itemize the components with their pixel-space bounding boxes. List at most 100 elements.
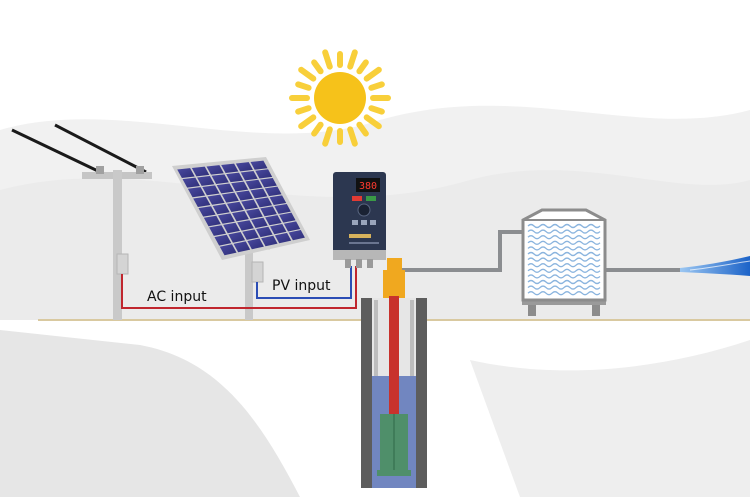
inverter-display-value: 380 bbox=[359, 181, 377, 192]
pipe bbox=[400, 230, 680, 272]
solar-cell bbox=[288, 230, 305, 241]
solar-cell bbox=[231, 181, 249, 192]
solar-cell bbox=[274, 203, 291, 214]
solar-cell bbox=[233, 241, 251, 253]
solar-cell bbox=[203, 215, 221, 227]
solar-cell bbox=[261, 235, 278, 247]
solar-cell bbox=[283, 221, 301, 232]
sun-ray bbox=[295, 81, 312, 91]
solar-cell bbox=[255, 169, 273, 179]
sun-ray bbox=[363, 114, 382, 130]
ac-wire bbox=[121, 266, 357, 309]
water-wave bbox=[527, 257, 601, 262]
solar-cell bbox=[202, 185, 220, 196]
inverter-button bbox=[352, 196, 362, 201]
solar-cell bbox=[198, 206, 216, 217]
solar-cell bbox=[269, 195, 287, 205]
sun-ray bbox=[311, 121, 324, 137]
solar-cell bbox=[260, 177, 277, 188]
solar-cell bbox=[217, 213, 235, 224]
sun-ray bbox=[368, 105, 385, 115]
utility-pole bbox=[11, 123, 152, 320]
sun-ray bbox=[322, 49, 333, 70]
sun-ray bbox=[356, 59, 369, 75]
solar-cell bbox=[260, 206, 277, 217]
solar-cell bbox=[265, 215, 282, 226]
water-wave bbox=[527, 223, 601, 229]
solar-cell bbox=[219, 244, 237, 256]
riser-pipe bbox=[383, 258, 405, 416]
water-wave bbox=[527, 246, 601, 251]
solar-cell bbox=[264, 186, 282, 197]
solar-cell bbox=[256, 226, 273, 238]
inverter-dial bbox=[357, 203, 371, 217]
solar-cell bbox=[270, 224, 287, 235]
solar-cell bbox=[193, 196, 211, 207]
solar-cell bbox=[228, 232, 246, 243]
sun-ray bbox=[347, 49, 358, 70]
sun-ray bbox=[295, 105, 312, 115]
sun-ray bbox=[368, 81, 385, 91]
water-wave bbox=[527, 251, 601, 257]
water-outflow bbox=[680, 256, 750, 276]
solar-cell bbox=[182, 177, 200, 188]
sun-ray bbox=[322, 126, 333, 147]
solar-cell bbox=[235, 162, 253, 172]
solar-cell bbox=[240, 170, 258, 181]
solar-cell bbox=[221, 192, 239, 203]
solar-cell bbox=[251, 217, 268, 228]
solar-cell bbox=[247, 238, 264, 250]
water-wave bbox=[527, 291, 601, 296]
solar-cell bbox=[236, 190, 254, 201]
water-wave bbox=[527, 263, 601, 268]
solar-cell bbox=[250, 188, 268, 199]
solar-cell bbox=[250, 160, 268, 170]
inverter-display bbox=[356, 178, 380, 192]
solar-cell bbox=[223, 222, 240, 234]
sun-ray bbox=[311, 59, 324, 75]
water-wave bbox=[527, 240, 601, 245]
pv-wire bbox=[256, 266, 352, 299]
water-tank bbox=[521, 208, 607, 316]
solar-cell bbox=[207, 194, 225, 205]
solar-cell bbox=[212, 204, 230, 215]
sun-ray bbox=[363, 66, 382, 82]
solar-cell bbox=[177, 168, 195, 178]
inverter-button bbox=[366, 196, 376, 201]
solar-cell bbox=[214, 234, 232, 246]
solar-cell bbox=[245, 179, 263, 190]
solar-cell bbox=[232, 211, 249, 222]
solar-cell bbox=[274, 232, 292, 244]
sun-ray bbox=[298, 66, 317, 82]
water-wave bbox=[527, 285, 601, 290]
solar-cell bbox=[221, 163, 239, 174]
solar-cell bbox=[241, 199, 258, 210]
ac-input-label: AC input bbox=[147, 289, 207, 305]
solar-cell bbox=[197, 175, 215, 186]
sun-ray bbox=[347, 126, 358, 147]
solar-cell bbox=[206, 165, 224, 175]
solar-cell bbox=[279, 212, 296, 223]
solar-cell bbox=[191, 166, 210, 177]
solar-cell bbox=[255, 197, 273, 208]
solar-cell bbox=[209, 225, 227, 236]
solar-cell bbox=[211, 174, 229, 184]
solar-cell bbox=[237, 220, 254, 231]
sun-icon bbox=[289, 49, 391, 147]
water-wave bbox=[527, 279, 601, 285]
solar-cell bbox=[242, 229, 259, 240]
solar-cell bbox=[246, 208, 263, 219]
solar-cell bbox=[187, 187, 206, 198]
water-wave bbox=[527, 274, 601, 279]
water-wave bbox=[527, 235, 601, 240]
submersible-pump bbox=[377, 414, 411, 476]
sun-ray bbox=[298, 114, 317, 130]
pv-input-label: PV input bbox=[272, 278, 331, 294]
solar-cell bbox=[226, 201, 244, 212]
water-wave bbox=[527, 229, 601, 234]
water-wave bbox=[527, 268, 601, 273]
sun-ray bbox=[356, 121, 369, 137]
solar-pump-inverter: 380 bbox=[333, 172, 386, 268]
solar-cell bbox=[216, 183, 234, 194]
